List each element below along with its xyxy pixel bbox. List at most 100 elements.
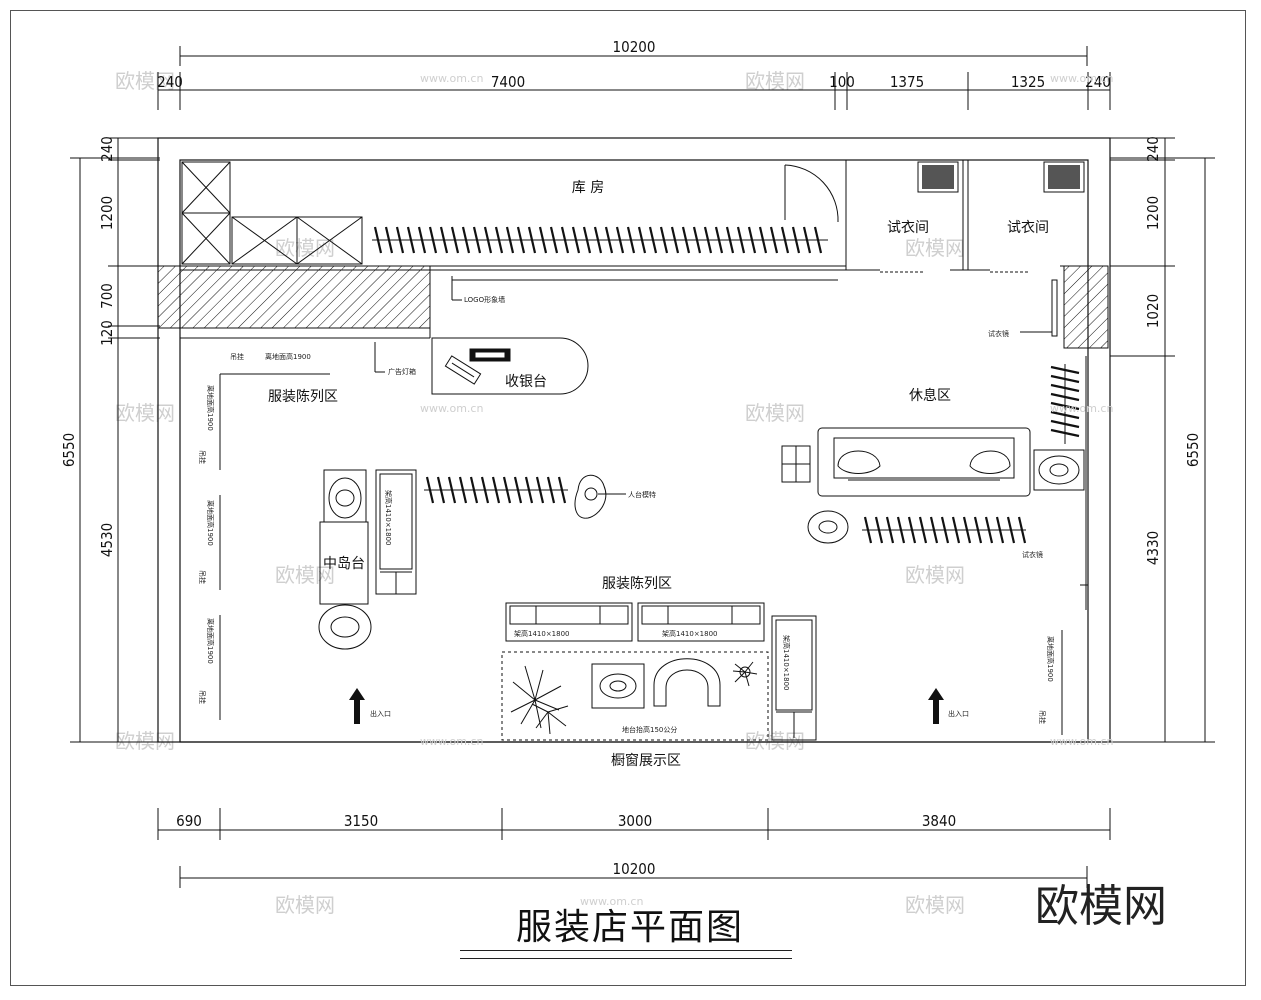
hanger-icon	[425, 476, 435, 504]
hanger-icon	[984, 516, 994, 544]
logo-wall	[180, 266, 838, 339]
note-hang-height: 离地面高1900	[265, 352, 311, 361]
dim-right-total: 6550	[1184, 433, 1202, 467]
note-side-hang: 吊挂	[198, 690, 207, 704]
mannequin-icon	[574, 474, 626, 519]
fitting-rooms	[846, 160, 1088, 273]
room-label-cashier: 收银台	[505, 374, 547, 390]
dim-left-seg: 4530	[98, 523, 116, 557]
hanger-icon	[813, 226, 823, 254]
hanger-icon	[1017, 516, 1027, 544]
hanger-icon	[557, 476, 567, 504]
entrance-arrow-icon	[928, 688, 944, 724]
hanger-icon	[659, 226, 669, 254]
hanger-icon	[384, 226, 394, 254]
hanger-icon	[929, 516, 939, 544]
hanger-icon	[1006, 516, 1016, 544]
watermark-logo: 欧模网	[745, 69, 805, 93]
note-side-hang: 吊挂	[198, 570, 207, 584]
hanger-icon	[780, 226, 790, 254]
watermark-url: www.om.cn	[1050, 402, 1113, 415]
room-label-display-left: 服装陈列区	[268, 388, 338, 405]
hanger-icon	[494, 226, 504, 254]
note-side-hang: 吊挂	[198, 450, 207, 464]
hanger-icon	[1050, 428, 1080, 438]
plan-title: 服装店平面图	[515, 907, 744, 948]
note-side-hang: 吊挂	[1038, 710, 1047, 724]
fitting-room-stools	[917, 161, 1085, 193]
hanger-icon	[940, 516, 950, 544]
hanger-icon	[417, 226, 427, 254]
dim-right-seg: 1020	[1144, 294, 1162, 328]
dim-bottom-seg: 3840	[922, 812, 956, 830]
drawing-frame	[10, 10, 1246, 986]
dim-left-seg: 1200	[98, 196, 116, 230]
watermark-logo: 欧模网	[275, 563, 335, 587]
watermark-url: www.om.cn	[420, 72, 483, 85]
hanger-icon	[962, 516, 972, 544]
watermark-url: www.om.cn	[580, 895, 643, 908]
hanger-icon	[637, 226, 647, 254]
center-hanger-rail	[424, 476, 568, 504]
top-dimensions	[157, 46, 1111, 110]
dim-top-seg: 1325	[1011, 73, 1045, 91]
hanger-icon	[472, 226, 482, 254]
title-underline	[460, 950, 792, 951]
dim-top-seg: 100	[829, 73, 855, 91]
hanger-icon	[802, 226, 812, 254]
hanger-icon	[615, 226, 625, 254]
dim-bottom-seg: 3000	[618, 812, 652, 830]
hanger-icon	[406, 226, 416, 254]
hanger-icon	[1050, 374, 1080, 384]
dim-top-seg: 1375	[890, 73, 924, 91]
hanger-icon	[791, 226, 801, 254]
note-platform: 地台抬高150公分	[622, 725, 677, 734]
watermark-logo: 欧模网	[905, 563, 965, 587]
dim-top-seg: 240	[157, 73, 183, 91]
watermark-logo: 欧模网	[115, 729, 175, 753]
hanger-icon	[736, 226, 746, 254]
note-left-rail-3: 离地面高1900	[206, 618, 215, 664]
dim-right-seg: 4330	[1144, 531, 1162, 565]
hanger-icon	[1050, 365, 1080, 375]
hanger-icon	[714, 226, 724, 254]
note-fit-mirror-right: 试衣镜	[1022, 550, 1043, 559]
note-hang: 吊挂	[230, 352, 244, 361]
watermark-logo: 欧模网	[905, 893, 965, 917]
hanger-icon	[447, 476, 457, 504]
hanger-icon	[428, 226, 438, 254]
hanger-icon	[918, 516, 928, 544]
hanger-icon	[973, 516, 983, 544]
hanger-icon	[995, 516, 1005, 544]
hanger-icon	[758, 226, 768, 254]
hanger-icon	[896, 516, 906, 544]
room-label-storage: 库 房	[572, 180, 604, 196]
display-racks	[505, 602, 765, 642]
note-fit-mirror-top: 试衣镜	[988, 329, 1009, 338]
island-table	[318, 469, 417, 650]
left-wall-rails	[219, 373, 330, 720]
hanger-icon	[1050, 419, 1080, 429]
hanger-icon	[436, 476, 446, 504]
hanger-icon	[1050, 401, 1080, 411]
hanger-icon	[461, 226, 471, 254]
hanger-icon	[395, 226, 405, 254]
hatched-wall	[157, 265, 431, 329]
hanger-icon	[951, 516, 961, 544]
hanger-icon	[491, 476, 501, 504]
dim-top-seg: 240	[1085, 73, 1111, 91]
note-shelf-right: 架高1410×1800	[782, 635, 791, 691]
room-label-display-center: 服装陈列区	[602, 575, 672, 592]
right-dimensions	[1110, 137, 1215, 743]
watermark-url: www.om.cn	[1050, 735, 1113, 748]
plant-icon	[510, 661, 758, 735]
dim-right-seg: 1200	[1144, 196, 1162, 230]
watermark-logo: 欧模网	[115, 401, 175, 425]
hanger-icon	[546, 476, 556, 504]
hanger-icon	[480, 476, 490, 504]
dim-left-seg: 120	[98, 320, 116, 346]
hanger-icon	[516, 226, 526, 254]
watermark-url: www.om.cn	[420, 735, 483, 748]
note-light-box: 广告灯箱	[388, 367, 416, 376]
hanger-icon	[648, 226, 658, 254]
